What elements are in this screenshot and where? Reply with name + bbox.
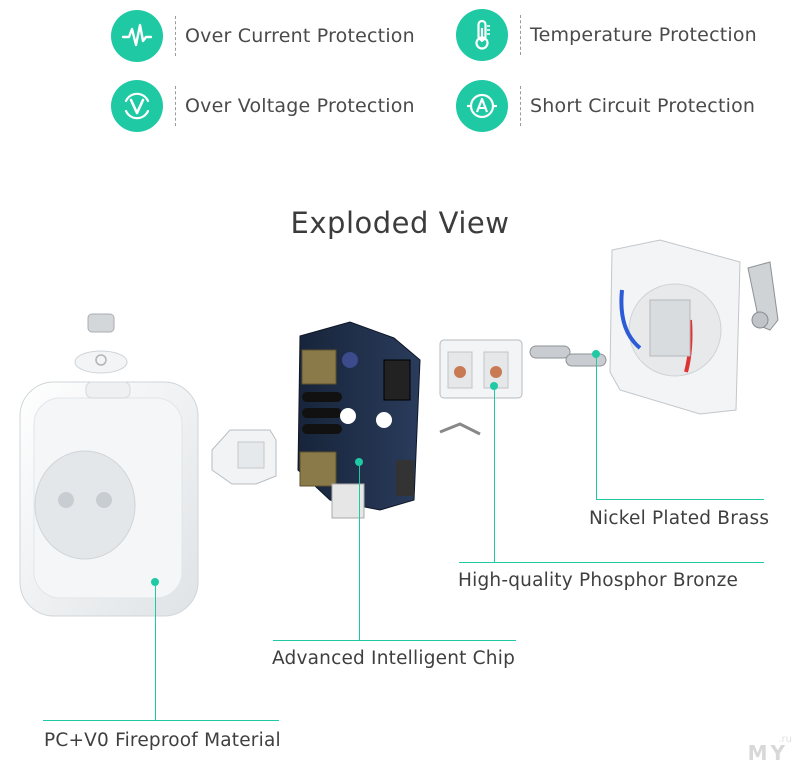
callout-line-material: [155, 586, 156, 720]
front-shell: [19, 381, 199, 617]
feature-label: Over Current Protection: [185, 25, 415, 47]
bronze-contacts: [439, 339, 523, 436]
callout-line-chip: [273, 640, 516, 641]
voltage-v-icon: [111, 80, 163, 132]
feature-label: Short Circuit Protection: [530, 95, 756, 117]
feature-label: Over Voltage Protection: [185, 95, 415, 117]
feature-divider: [175, 86, 177, 126]
thermometer-icon: [456, 9, 508, 61]
callout-intelligent-chip: Advanced Intelligent Chip: [272, 648, 516, 669]
callout-line-brass: [596, 358, 597, 500]
page-title: Exploded View: [290, 206, 510, 240]
callout-dot-bronze: [490, 382, 498, 390]
feature-over-current: Over Current Protection: [111, 10, 415, 62]
pulse-wave-icon: [111, 10, 163, 62]
switch-bracket: [211, 429, 277, 485]
pcb-module: [297, 321, 421, 519]
callout-phosphor-bronze: High-quality Phosphor Bronze: [458, 570, 739, 591]
callout-dot-chip: [355, 458, 363, 466]
feature-divider: [175, 16, 177, 56]
rear-shell: [609, 239, 779, 415]
callout-line-material: [43, 720, 279, 721]
callout-line-brass: [596, 499, 764, 500]
ampere-a-icon: [456, 80, 508, 132]
feature-short-circuit: Short Circuit Protection: [456, 80, 755, 132]
watermark: MY: [747, 741, 788, 765]
feature-divider: [520, 15, 522, 55]
callout-line-chip: [359, 466, 360, 640]
callout-line-bronze: [494, 390, 495, 562]
callout-fireproof-material: PC+V0 Fireproof Material: [44, 730, 281, 751]
feature-temperature: Temperature Protection: [456, 9, 757, 61]
feature-over-voltage: Over Voltage Protection: [111, 80, 415, 132]
feature-divider: [520, 86, 522, 126]
feature-label: Temperature Protection: [530, 24, 757, 46]
callout-dot-brass: [592, 350, 600, 358]
callout-line-bronze: [459, 562, 764, 563]
watermark-suffix: .ru: [778, 734, 792, 745]
callout-dot-material: [151, 578, 159, 586]
power-button-parts: [74, 313, 128, 374]
callout-nickel-plated-brass: Nickel Plated Brass: [589, 508, 770, 529]
